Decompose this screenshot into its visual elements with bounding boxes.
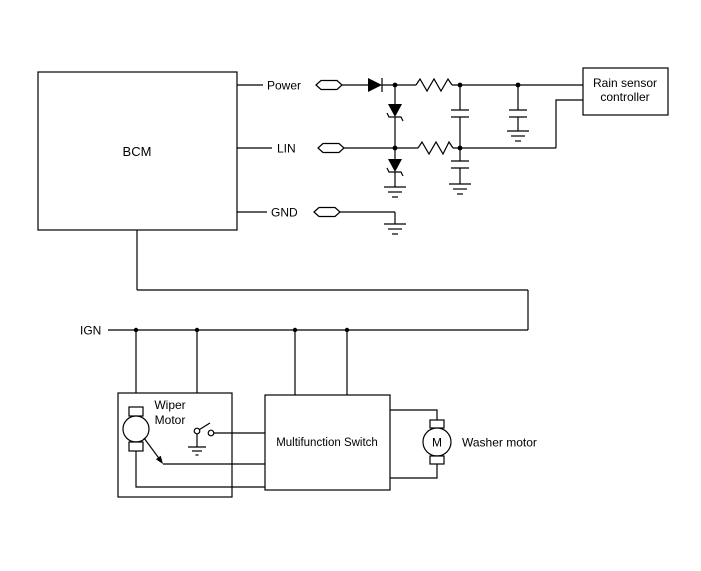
bcm-output-wire	[136, 230, 529, 330]
ground-symbol-cap2	[507, 130, 529, 142]
ign-net: IGN	[80, 324, 528, 428]
washer-motor-circuit: M Washer motor	[390, 409, 537, 479]
multifunction-switch-label: Multifunction Switch	[276, 437, 378, 449]
lin-pin-label: LIN	[277, 142, 296, 156]
capacitor-1-symbol	[451, 85, 469, 148]
junction-dot	[194, 327, 200, 333]
multifunction-switch-box	[264, 394, 391, 491]
wiper-motor-label-line1: Wiper	[154, 398, 185, 412]
power-pin-label: Power	[267, 79, 301, 93]
ground-symbol-tvs	[384, 186, 406, 198]
diode-symbol	[368, 78, 383, 92]
power-connector-icon	[315, 79, 343, 91]
rain-sensor-label-line1: Rain sensor	[593, 76, 657, 90]
tvs-column	[384, 85, 406, 198]
wire	[390, 409, 438, 420]
wire	[555, 99, 583, 148]
rain-sensor-label-line2: controller	[600, 90, 649, 104]
wiper-arm-arrow-icon	[143, 437, 163, 464]
capacitor-2-symbol	[507, 85, 529, 142]
junction-dot	[133, 327, 139, 333]
junction-dot	[292, 327, 298, 333]
ground-symbol-cap3	[449, 183, 471, 195]
ign-label: IGN	[80, 324, 101, 338]
wire	[390, 464, 438, 479]
junction-dot	[344, 327, 350, 333]
washer-motor-symbol: M	[422, 419, 452, 465]
washer-motor-m-label: M	[432, 436, 442, 450]
rain-sensor-box	[582, 67, 669, 116]
power-net: Power	[237, 77, 583, 93]
washer-motor-label: Washer motor	[462, 436, 537, 450]
power-resistor-symbol	[415, 77, 453, 93]
ground-symbol-gnd	[384, 223, 406, 235]
bcm-box	[37, 71, 238, 231]
gnd-connector-icon	[313, 206, 341, 218]
wire	[135, 451, 265, 488]
lin-net: LIN	[237, 99, 583, 156]
wiper-motor-symbol	[122, 406, 150, 452]
gnd-net: GND	[237, 206, 406, 235]
gnd-pin-label: GND	[271, 206, 298, 220]
ground-symbol-park-switch	[188, 446, 206, 456]
lin-resistor-symbol	[417, 140, 454, 156]
wiper-motor-label-line2: Motor	[155, 413, 186, 427]
lin-connector-icon	[317, 142, 345, 154]
bcm-label: BCM	[123, 144, 152, 159]
park-switch-symbol	[188, 422, 215, 456]
capacitor-3-symbol	[449, 148, 471, 195]
